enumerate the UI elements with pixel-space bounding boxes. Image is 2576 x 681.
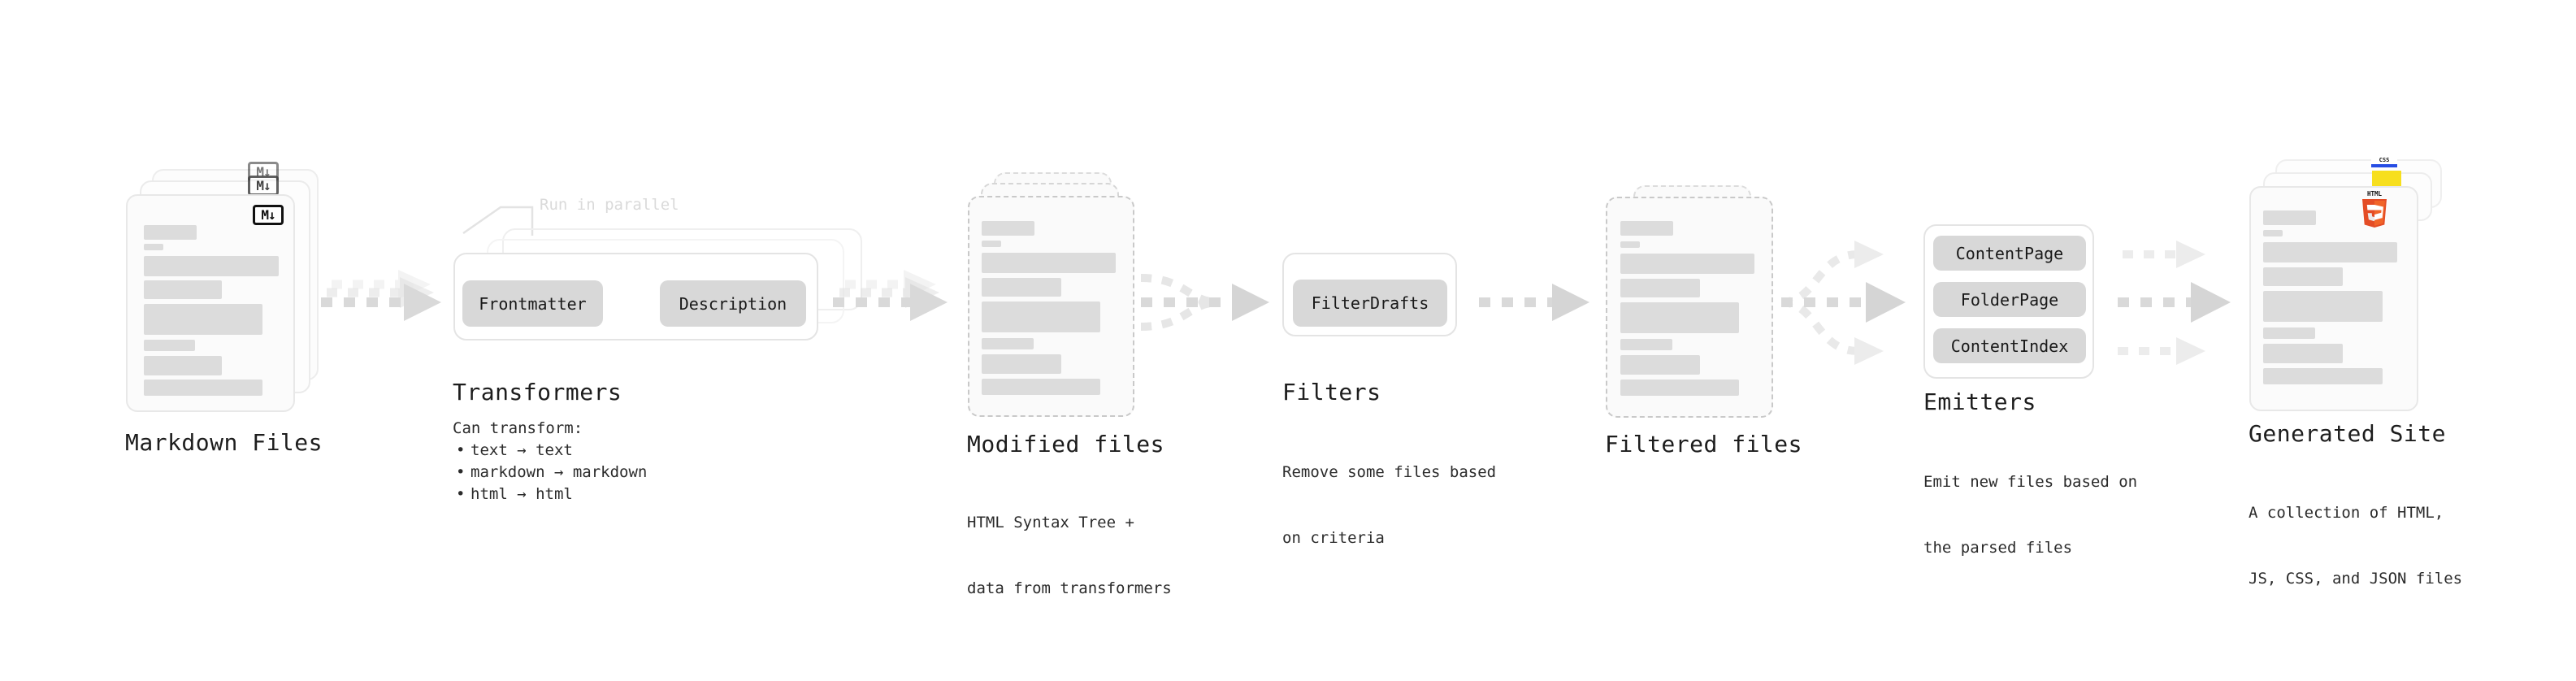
transformers-caption-intro: Can transform: <box>453 419 583 437</box>
content-bar <box>1620 339 1672 350</box>
content-bar <box>2263 230 2283 236</box>
run-in-parallel-label: Run in parallel <box>540 196 679 214</box>
content-bar <box>1620 279 1700 297</box>
content-bar <box>144 304 262 335</box>
generated-site-caption-line2: JS, CSS, and JSON files <box>2249 570 2463 588</box>
transformer-chip-description[interactable]: Description <box>660 280 806 327</box>
generated-site-caption: A collection of HTML, JS, CSS, and JSON … <box>2249 458 2462 634</box>
content-bar <box>982 241 1001 247</box>
emitters-caption: Emit new files based on the parsed files <box>1923 427 2137 603</box>
content-bar <box>2263 368 2383 384</box>
content-bar <box>144 380 262 396</box>
content-bar <box>144 256 279 276</box>
markdown-icon-mid: M↓ <box>248 176 279 196</box>
emitter-chip-contentindex[interactable]: ContentIndex <box>1933 328 2086 363</box>
content-bar <box>1620 355 1700 375</box>
content-bar <box>1620 254 1754 274</box>
content-bar <box>2263 242 2397 262</box>
modified-files-caption-line1: HTML Syntax Tree + <box>967 514 1134 531</box>
transformers-caption: Can transform: text → text markdown → ma… <box>453 418 794 505</box>
transform-item: text → text <box>456 440 794 462</box>
svg-text:HTML: HTML <box>2367 190 2383 197</box>
transform-item: html → html <box>456 484 794 505</box>
content-bar <box>2263 210 2316 225</box>
content-bar <box>982 221 1034 236</box>
javascript-icon <box>2372 171 2401 189</box>
content-bar <box>982 379 1100 395</box>
transformers-title: Transformers <box>453 379 622 406</box>
css3-icon: CSS <box>2371 156 2397 167</box>
transform-item: markdown → markdown <box>456 462 794 484</box>
filters-caption-line1: Remove some files based <box>1282 463 1497 481</box>
emitter-chip-folderpage[interactable]: FolderPage <box>1933 282 2086 317</box>
content-bar <box>144 356 222 375</box>
content-bar <box>2263 267 2343 286</box>
content-bar <box>982 301 1100 332</box>
content-bar <box>2263 291 2383 322</box>
content-bar <box>1620 241 1640 248</box>
emitters-title: Emitters <box>1923 388 2036 415</box>
emitters-caption-line1: Emit new files based on <box>1923 473 2138 491</box>
content-bar <box>144 280 222 299</box>
content-bar <box>144 340 195 351</box>
content-bar <box>144 244 163 250</box>
html5-icon: HTML <box>2362 190 2387 228</box>
filters-caption-line2: on criteria <box>1282 529 1385 547</box>
modified-files-caption-line2: data from transformers <box>967 579 1172 597</box>
filtered-files-title: Filtered files <box>1605 431 1803 458</box>
content-bar <box>1620 302 1739 333</box>
emitter-chip-contentpage[interactable]: ContentPage <box>1933 236 2086 271</box>
generated-site-caption-line1: A collection of HTML, <box>2249 504 2444 522</box>
content-bar <box>1620 221 1673 236</box>
modified-files-caption: HTML Syntax Tree + data from transformer… <box>967 468 1172 644</box>
markdown-icon-front: M↓ <box>253 205 284 225</box>
content-bar <box>982 253 1116 273</box>
content-bar <box>144 225 197 240</box>
content-bar <box>982 354 1061 374</box>
content-bar <box>982 338 1034 349</box>
content-bar <box>1620 380 1739 396</box>
content-bar <box>2263 327 2315 339</box>
filters-title: Filters <box>1282 379 1381 406</box>
filter-chip-filterdrafts[interactable]: FilterDrafts <box>1293 280 1447 327</box>
emitters-caption-line2: the parsed files <box>1923 539 2073 557</box>
modified-files-title: Modified files <box>967 431 1165 458</box>
content-bar <box>982 278 1061 297</box>
content-bar <box>2263 344 2343 363</box>
transformers-caption-list: text → text markdown → markdown html → h… <box>453 440 794 505</box>
transformer-chip-frontmatter[interactable]: Frontmatter <box>462 280 603 327</box>
generated-site-title: Generated Site <box>2249 420 2447 447</box>
markdown-files-title: Markdown Files <box>125 429 323 456</box>
filters-caption: Remove some files based on criteria <box>1282 418 1496 593</box>
